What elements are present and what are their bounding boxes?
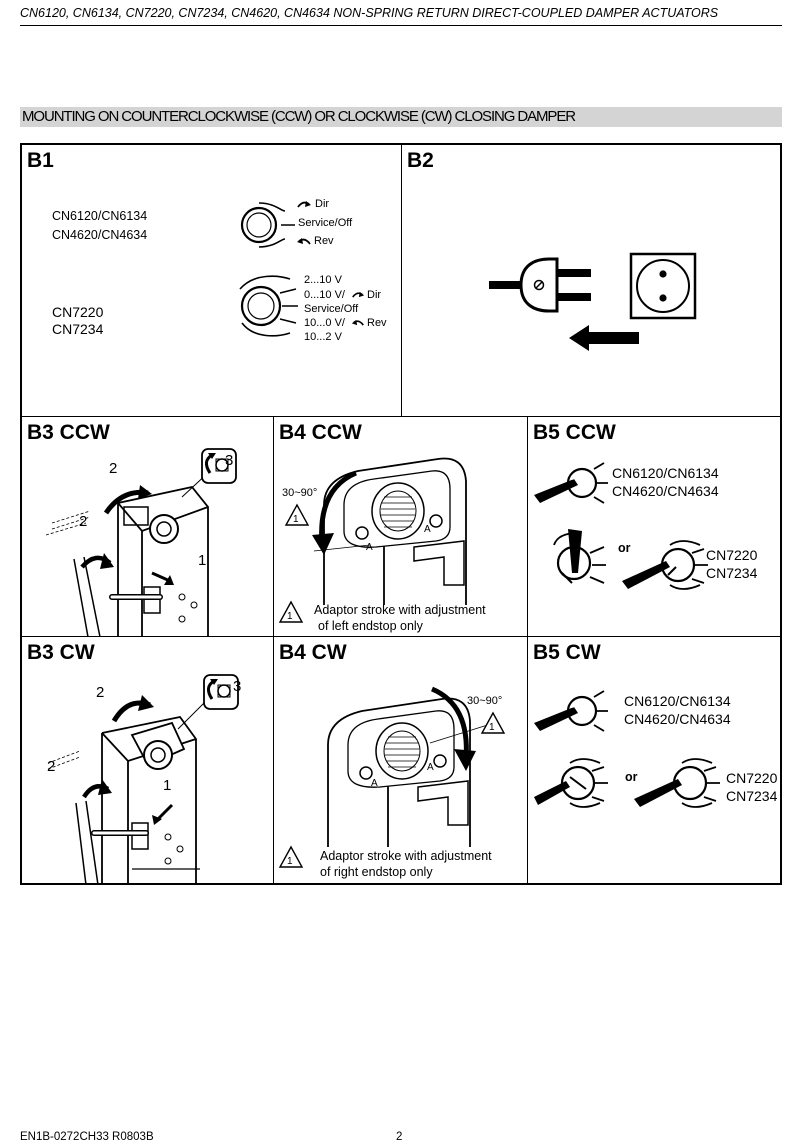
rotate-arrow-icon <box>430 686 476 771</box>
rev-label: Rev <box>314 235 334 247</box>
section-title: MOUNTING ON COUNTERCLOCKWISE (CCW) OR CL… <box>20 107 782 127</box>
page-header: CN6120, CN6134, CN7220, CN7234, CN4620, … <box>20 4 782 26</box>
actuator-mounting-icon <box>45 448 237 636</box>
panel-b4-ccw: B4 CCW 30~90° 1 A A 1 Adaptor stroke wit… <box>274 417 528 637</box>
panel-label: B3 CCW <box>27 421 110 444</box>
warning-number: 1 <box>287 856 293 867</box>
range-label: 0...10 V/ <box>304 289 345 301</box>
model-text: CN4620/CN4634 <box>612 483 719 499</box>
step-number: 2 <box>96 684 105 701</box>
model-text: CN4620/CN4634 <box>52 228 148 242</box>
model-text: CN7220 <box>726 770 778 786</box>
plug-icon <box>489 257 591 313</box>
note-text: of right endstop only <box>320 865 433 879</box>
panel-label: B4 CCW <box>279 421 362 444</box>
note-text: of left endstop only <box>318 619 423 633</box>
angle-label: 30~90° <box>282 487 318 499</box>
marker-label: A <box>366 542 373 553</box>
panel-label: B3 CW <box>27 641 95 664</box>
voltage-dial-icon <box>239 275 298 337</box>
panel-label: B1 <box>27 149 54 172</box>
step-number: 1 <box>163 777 172 794</box>
marker-label: A <box>371 778 378 789</box>
step-number: 2 <box>109 460 118 477</box>
panel-label: B4 CW <box>279 641 347 664</box>
model-text: CN6120/CN6134 <box>612 465 719 481</box>
warning-number: 1 <box>293 514 299 525</box>
endstop-dial-icon <box>327 697 495 847</box>
panel-b3-cw: B3 CW 2 2 1 3 <box>22 637 274 885</box>
page-number: 2 <box>396 1131 403 1143</box>
switch-dial-icon <box>240 202 295 248</box>
model-text: CN7220 <box>52 304 104 320</box>
range-label: 10...2 V <box>304 331 342 343</box>
range-label: 10...0 V/ <box>304 317 345 329</box>
step-number: 2 <box>79 513 88 530</box>
marker-label: A <box>427 762 434 773</box>
step-number: 1 <box>198 552 207 569</box>
screwdriver-dial-icon <box>534 690 608 732</box>
figure-grid: B1 CN6120/CN6134 CN4620/CN4634 CN7220 CN… <box>20 143 782 885</box>
model-text: CN4620/CN4634 <box>624 711 731 727</box>
panel-b5-cw: B5 CW CN6120/CN6134 CN4620/CN4634 or CN7… <box>528 637 782 885</box>
note-text: Adaptor stroke with adjustment <box>320 849 492 863</box>
step-number: 3 <box>233 678 242 695</box>
panel-b1: B1 CN6120/CN6134 CN4620/CN4634 CN7220 CN… <box>22 145 402 417</box>
cw-arrow-icon <box>297 201 311 208</box>
rotate-arrow-icon <box>312 470 358 555</box>
screwdriver-dial-icon <box>622 540 708 590</box>
screwdriver-dial-icon <box>634 758 720 808</box>
left-arrow-icon <box>569 325 639 351</box>
service-label: Service/Off <box>298 217 353 229</box>
warning-triangle-icon <box>278 845 304 868</box>
warning-number: 1 <box>489 722 495 733</box>
screwdriver-dial-icon <box>534 462 608 504</box>
panel-b4-cw: B4 CW 30~90° 1 A A 1 Adaptor stroke with… <box>274 637 528 885</box>
dir-label: Dir <box>367 289 382 301</box>
model-text: CN6120/CN6134 <box>624 693 731 709</box>
panel-label: B2 <box>407 149 434 172</box>
or-text: or <box>625 770 638 784</box>
warning-triangle-icon <box>480 711 506 734</box>
step-number: 3 <box>225 452 234 469</box>
service-label: Service/Off <box>304 303 359 315</box>
marker-label: A <box>424 524 431 535</box>
range-label: 2...10 V <box>304 274 342 286</box>
model-text: CN7234 <box>706 565 758 581</box>
panel-label: B5 CW <box>533 641 601 664</box>
warning-number: 1 <box>287 611 293 622</box>
actuator-mounting-icon <box>47 674 239 885</box>
angle-label: 30~90° <box>467 695 503 707</box>
panel-b5-ccw: B5 CCW CN6120/CN6134 CN4620/CN4634 or CN… <box>528 417 782 637</box>
socket-icon <box>629 252 697 320</box>
panel-label: B5 CCW <box>533 421 616 444</box>
model-text: CN7234 <box>726 788 778 804</box>
rev-label: Rev <box>367 317 387 329</box>
model-text: CN7220 <box>706 547 758 563</box>
dir-label: Dir <box>315 198 330 210</box>
warning-triangle-icon <box>278 600 304 623</box>
endstop-dial-icon <box>313 457 467 605</box>
model-text: CN6120/CN6134 <box>52 209 148 223</box>
note-text: Adaptor stroke with adjustment <box>314 603 486 617</box>
document-id: EN1B-0272CH33 R0803B <box>20 1131 154 1143</box>
model-text: CN7234 <box>52 321 104 337</box>
ccw-arrow-icon <box>351 319 364 326</box>
step-number: 2 <box>47 758 56 775</box>
panel-b3-ccw: B3 CCW 2 2 1 3 <box>22 417 274 637</box>
screwdriver-dial-icon <box>534 758 608 808</box>
panel-b2: B2 <box>402 145 782 417</box>
or-text: or <box>618 541 631 555</box>
screwdriver-dial-icon <box>553 529 606 584</box>
warning-triangle-icon <box>284 503 310 526</box>
ccw-arrow-icon <box>297 238 311 245</box>
cw-arrow-icon <box>352 291 365 298</box>
